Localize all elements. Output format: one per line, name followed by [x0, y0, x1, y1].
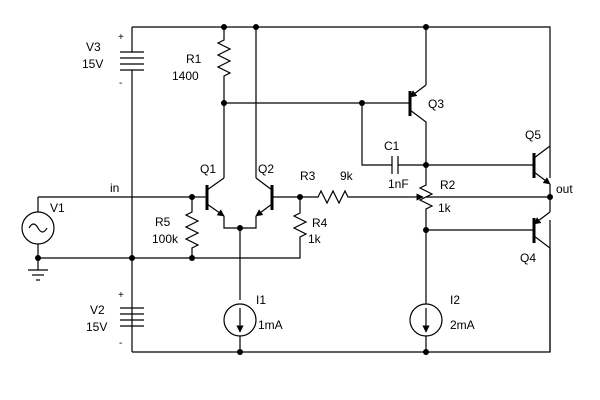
i2-name: I2 [450, 293, 460, 307]
junction-dot [189, 255, 195, 261]
transistor-q5: Q5 [426, 128, 551, 185]
top-rail [132, 26, 551, 178]
current-source-i1: I1 1mA [223, 293, 283, 352]
transistor-q4: Q4 [426, 211, 551, 352]
v3-minus-sign: - [119, 78, 122, 89]
junction-dot [423, 227, 429, 233]
r2-name: R2 [440, 178, 456, 192]
r3-value: 9k [340, 169, 354, 183]
q1-name: Q1 [200, 162, 216, 176]
output-label: out [556, 182, 573, 196]
junction-dot [129, 255, 135, 261]
junction-dot [221, 100, 227, 106]
q5-name: Q5 [525, 128, 541, 142]
resistor-r4: R4 1k [292, 197, 328, 246]
q4-name: Q4 [520, 251, 536, 265]
r2-value: 1k [438, 201, 452, 215]
junction-dot [221, 24, 227, 30]
junction-dot [423, 24, 429, 30]
junction-dot [547, 194, 553, 200]
input-wire: in [38, 181, 192, 198]
r3-name: R3 [300, 169, 316, 183]
junction-dot [423, 162, 429, 168]
v3-plus-sign: + [118, 32, 124, 43]
junction-dot [359, 100, 365, 106]
resistor-r3: R3 9k [300, 169, 410, 205]
i1-value: 1mA [258, 318, 283, 332]
source-v1: V1 [21, 197, 65, 270]
v3-value: 15V [82, 57, 103, 71]
capacitor-c1: C1 1nF [361, 103, 426, 191]
bottom-rail [132, 220, 551, 353]
r1-value: 1400 [172, 69, 199, 83]
output-node: out [426, 182, 573, 212]
junction-dots [35, 24, 553, 355]
junction-dot [423, 349, 429, 355]
v2-name: V2 [90, 303, 105, 317]
c1-value: 1nF [388, 177, 409, 191]
r1-name: R1 [186, 52, 202, 66]
i1-name: I1 [256, 293, 266, 307]
resistor-r5: R5 100k [152, 197, 200, 258]
current-source-i2: I2 2mA [409, 293, 475, 337]
junction-dot [35, 255, 41, 261]
transistor-q2: Q2 [255, 27, 300, 217]
input-label: in [110, 181, 119, 195]
junction-dot [189, 194, 195, 200]
v2-value: 15V [86, 320, 107, 334]
resistor-r1: R1 1400 [172, 27, 232, 178]
r5-name: R5 [155, 215, 171, 229]
c1-name: C1 [384, 139, 400, 153]
r4-name: R4 [312, 216, 328, 230]
ground-symbol [28, 269, 48, 281]
v2-plus-sign: + [118, 290, 124, 301]
v3-name: V3 [86, 40, 101, 54]
r4-value: 1k [308, 232, 322, 246]
junction-dot [253, 24, 259, 30]
battery-v3: + - V3 15V [82, 27, 144, 352]
transistor-q3: Q3 [224, 27, 444, 165]
junction-dot [297, 194, 303, 200]
battery-v2: + - V2 15V [86, 290, 144, 349]
q3-name: Q3 [428, 97, 444, 111]
ground-rail [38, 240, 301, 259]
v2-minus-sign: - [119, 338, 122, 349]
transistor-q1: Q1 [192, 162, 225, 217]
junction-dot [237, 349, 243, 355]
v1-name: V1 [50, 201, 65, 215]
q2-name: Q2 [258, 162, 274, 176]
r5-value: 100k [152, 232, 179, 246]
junction-dot [237, 225, 243, 231]
i2-value: 2mA [450, 318, 475, 332]
